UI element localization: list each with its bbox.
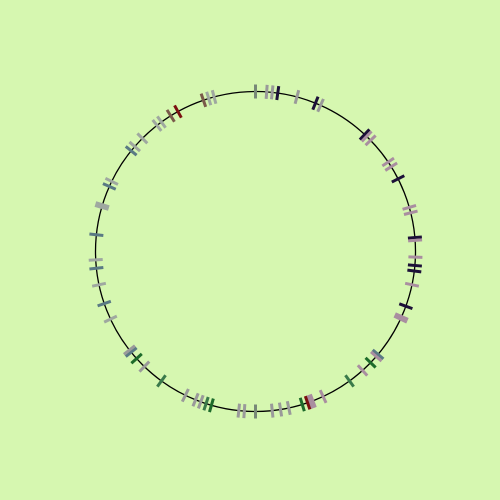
ring-marker [89, 265, 104, 271]
ring-marker [293, 89, 301, 105]
ring-marker [404, 281, 420, 288]
ring-marker [102, 182, 117, 191]
ring-marker [298, 397, 306, 412]
ring-marker [344, 374, 355, 388]
ring-marker [264, 84, 269, 99]
ring-marker [165, 109, 176, 123]
ring-marker [403, 209, 418, 216]
ring-marker [205, 91, 213, 106]
ring-marker [236, 403, 242, 418]
ring-marker [407, 263, 422, 268]
ring-marker [89, 232, 104, 238]
ring-marker [407, 235, 422, 240]
ring-marker [364, 356, 377, 369]
ring-marker [196, 394, 205, 409]
ring-marker [308, 393, 317, 408]
ring-marker [269, 403, 275, 418]
ring-marker [94, 204, 109, 211]
ring-marker [402, 204, 417, 211]
ring-marker [393, 314, 408, 324]
ring-marker [136, 132, 149, 145]
ring-marker [356, 364, 369, 377]
ring-marker [124, 346, 138, 358]
ring-marker [202, 396, 210, 411]
ring-marker [128, 140, 142, 153]
ring-marker [97, 299, 112, 308]
ring-marker [371, 348, 385, 360]
ring-marker [156, 115, 167, 129]
ring-marker [242, 404, 247, 419]
ring-marker [303, 395, 312, 410]
ring-marker [306, 394, 315, 409]
ring-marker [394, 312, 409, 321]
ring-marker [311, 96, 320, 111]
ring-marker [88, 258, 103, 262]
ring-marker [104, 176, 119, 186]
ring-marker [381, 156, 395, 168]
ring-marker [138, 360, 151, 373]
ring-marker [151, 118, 163, 132]
ring-marker [369, 350, 383, 363]
ring-marker [91, 281, 107, 288]
ring-marker [398, 302, 413, 311]
ring-marker [103, 314, 118, 324]
ring-marker [173, 104, 183, 119]
ring-marker [391, 174, 405, 184]
ring-marker [130, 352, 143, 365]
ring-marker [95, 201, 110, 209]
ring-marker [384, 161, 398, 172]
ring-marker [122, 344, 136, 356]
ring-marker [364, 134, 377, 147]
ring-marker [285, 400, 292, 416]
ring-marker [408, 238, 423, 243]
marker-group [88, 84, 423, 419]
ring-marker [318, 389, 328, 404]
ring-marker [210, 89, 218, 105]
ring-marker [360, 130, 373, 143]
ring-marker [358, 128, 371, 141]
ring-marker [275, 85, 281, 101]
ring-marker [316, 98, 325, 113]
ring-marker [191, 392, 200, 407]
ring-marker [277, 402, 284, 417]
ring-marker [180, 388, 190, 403]
ring-marker [407, 268, 422, 274]
ring-marker [156, 374, 167, 388]
ring-marker [269, 85, 275, 100]
ring-marker [199, 93, 208, 108]
ring-marker [208, 398, 215, 413]
ring-marker [124, 145, 138, 157]
